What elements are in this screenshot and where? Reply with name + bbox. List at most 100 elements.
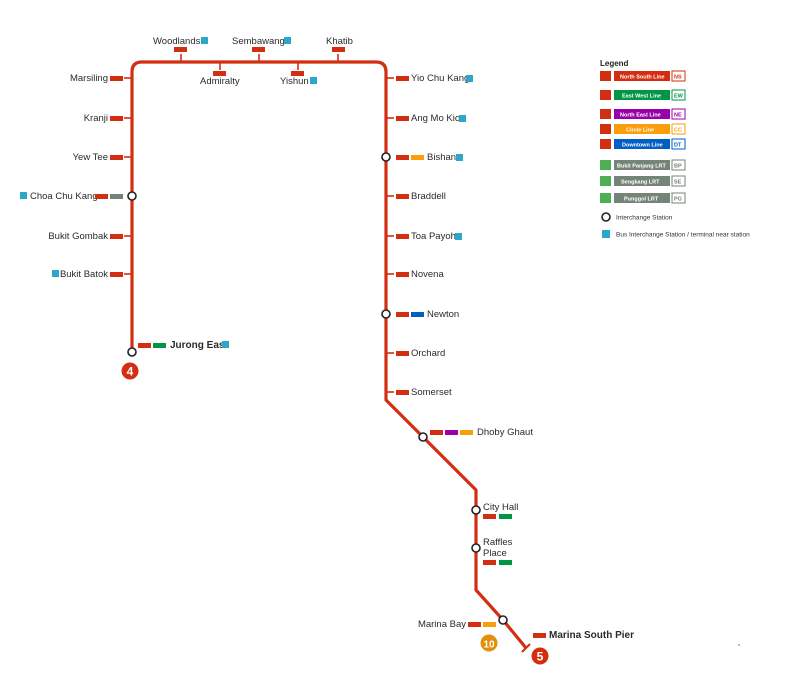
legend-lrt-se: Sengkang LRT SE	[600, 175, 686, 187]
legend-line-ns-code: NS	[674, 75, 682, 81]
bus-icon	[466, 75, 473, 82]
station-code-badge	[430, 430, 443, 435]
interchange-newton	[381, 309, 391, 319]
interchange-choa-chu-kang	[127, 191, 137, 201]
station-khatib[interactable]: Khatib	[326, 36, 353, 47]
interchange-marina-bay	[498, 615, 508, 625]
station-code-badge	[213, 71, 226, 76]
station-code-badge	[483, 560, 496, 565]
legend-lrt-bp-code: BP	[674, 164, 682, 170]
legend-line-cc-code: CC	[674, 128, 682, 134]
station-yio-chu-kang[interactable]: Yio Chu Kang	[411, 73, 469, 84]
terminal-number-jurong-east: 4	[127, 365, 134, 379]
station-braddell[interactable]: Braddell	[411, 191, 446, 202]
station-bishan[interactable]: Bishan	[427, 152, 456, 163]
station-raffles-place-line1[interactable]: Raffles	[483, 537, 513, 548]
legend-lrt-bp-label: Bukit Panjang LRT	[617, 164, 667, 170]
legend-line-dt-code: DT	[674, 143, 682, 149]
station-code-badge	[95, 194, 108, 199]
legend-line-dt: Downtown Line DT	[600, 138, 686, 150]
legend-lrt-bp: Bukit Panjang LRT BP	[600, 159, 686, 171]
interchange-raffles-place	[471, 543, 481, 553]
station-somerset[interactable]: Somerset	[411, 387, 452, 398]
legend-line-ne-code: NE	[674, 113, 682, 119]
station-code-badge	[396, 116, 409, 121]
legend-lrt-se-code: SE	[674, 180, 682, 186]
bus-icon	[222, 341, 229, 348]
station-city-hall[interactable]: City Hall	[483, 502, 518, 513]
station-code-badge	[396, 312, 409, 317]
bus-icon	[20, 192, 27, 199]
lrt-code-badge	[110, 194, 123, 199]
station-marsiling[interactable]: Marsiling	[70, 73, 108, 84]
station-orchard[interactable]: Orchard	[411, 348, 445, 359]
terminal-badge-marina-south-pier	[531, 647, 549, 665]
legend-lrt-pg: Punggol LRT PG	[600, 192, 686, 204]
station-ang-mo-kio[interactable]: Ang Mo Kio	[411, 113, 460, 124]
legend-line-cc-label: Circle Line	[626, 128, 654, 134]
north-south-line-track	[130, 60, 528, 650]
interchange-markers	[127, 152, 508, 625]
station-marina-south-pier[interactable]: Marina South Pier	[549, 630, 634, 641]
bus-icon	[201, 37, 208, 44]
station-admiralty[interactable]: Admiralty	[200, 76, 240, 87]
legend-bus-label: Bus Interchange Station / terminal near …	[616, 232, 750, 239]
station-code-badge	[252, 47, 265, 52]
station-code-badge	[332, 47, 345, 52]
bus-icon	[456, 154, 463, 161]
terminal-badge-jurong-east	[121, 362, 139, 380]
legend-lrt-pg-label: Punggol LRT	[624, 197, 659, 203]
station-raffles-place-line2[interactable]: Place	[483, 548, 507, 559]
station-code-badge	[396, 194, 409, 199]
interchange-jurong-east	[127, 347, 137, 357]
legend-line-ew-code: EW	[674, 94, 684, 100]
station-code-badge	[396, 76, 409, 81]
station-marina-bay[interactable]: Marina Bay	[418, 619, 466, 630]
station-code-badge	[138, 343, 151, 348]
station-bukit-batok[interactable]: Bukit Batok	[60, 269, 108, 280]
station-code-badge	[110, 272, 123, 277]
station-yishun[interactable]: Yishun	[280, 76, 309, 87]
station-code-badge	[533, 633, 546, 638]
station-code-badge	[110, 234, 123, 239]
station-kranji[interactable]: Kranji	[84, 113, 108, 124]
station-woodlands[interactable]: Woodlands	[153, 36, 201, 47]
station-novena[interactable]: Novena	[411, 269, 444, 280]
bus-icon	[310, 77, 317, 84]
station-code-badge	[396, 390, 409, 395]
station-newton[interactable]: Newton	[427, 309, 459, 320]
station-jurong-east[interactable]: Jurong East	[170, 340, 228, 351]
bus-icon	[459, 115, 466, 122]
bus-icon	[455, 233, 462, 240]
station-code-badge	[396, 155, 409, 160]
cc-code-badge	[460, 430, 473, 435]
station-toa-payoh[interactable]: Toa Payoh	[411, 231, 456, 242]
station-code-badge	[110, 116, 123, 121]
legend-line-ns: North South Line NS	[600, 70, 686, 82]
station-code-badge	[110, 155, 123, 160]
legend-lrt-pg-code: PG	[674, 197, 682, 203]
cc-code-badge	[411, 155, 424, 160]
legend-interchange-label: Interchange Station	[616, 215, 673, 222]
station-yew-tee[interactable]: Yew Tee	[73, 152, 108, 163]
cc-code-badge	[483, 622, 496, 627]
station-code-badge	[396, 272, 409, 277]
legend-bus-icon	[602, 230, 610, 238]
station-bukit-gombak[interactable]: Bukit Gombak	[48, 231, 108, 242]
interchange-dhoby-ghaut	[418, 432, 428, 442]
station-sembawang[interactable]: Sembawang	[232, 36, 285, 47]
legend-line-ew: East West Line EW	[600, 89, 686, 101]
bus-icon	[284, 37, 291, 44]
station-choa-chu-kang[interactable]: Choa Chu Kang	[30, 191, 98, 202]
legend: Legend North South Line NS East West Lin…	[600, 59, 750, 239]
ew-code-badge	[499, 514, 512, 519]
marina-south-pier-end-stop	[521, 643, 531, 653]
station-code-badge	[396, 234, 409, 239]
ew-code-badge	[153, 343, 166, 348]
dt-code-badge	[411, 312, 424, 317]
station-dhoby-ghaut[interactable]: Dhoby Ghaut	[477, 427, 533, 438]
legend-line-ew-label: East West Line	[622, 94, 661, 100]
station-code-badge	[110, 76, 123, 81]
terminal-badge-marina-bay	[480, 634, 498, 652]
